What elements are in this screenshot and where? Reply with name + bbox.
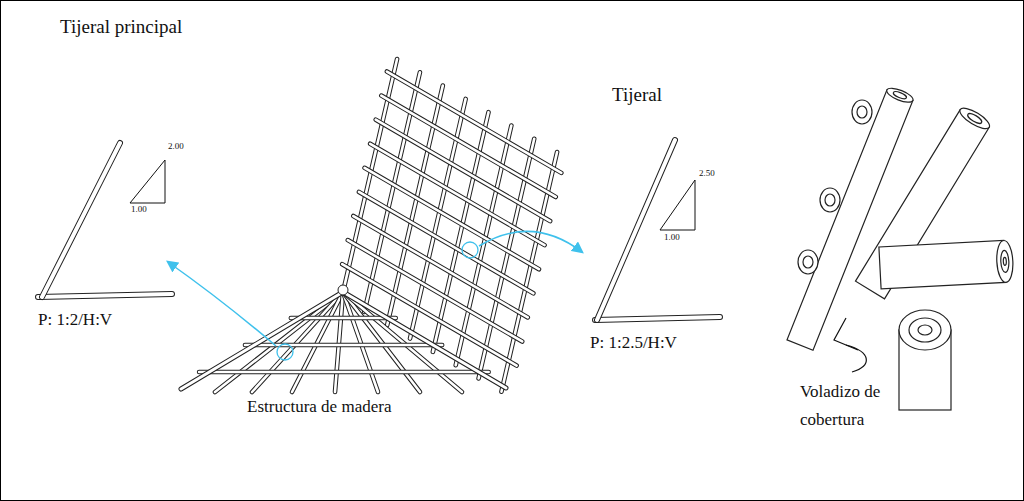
dimension: 2.00	[168, 141, 184, 151]
slope-label: P: 1:2.5/H:V	[590, 333, 677, 353]
callout-arrows	[168, 231, 582, 346]
rod-fill	[38, 294, 172, 297]
truss-title: Tijeral principal	[60, 16, 182, 38]
rod-fill	[199, 371, 489, 374]
rod-outline	[348, 240, 522, 341]
roof-structure	[181, 59, 561, 392]
rod-fill	[215, 292, 343, 392]
rod-outline	[181, 292, 343, 389]
rod-outline	[343, 292, 506, 388]
rod-outline	[343, 292, 462, 392]
rod-fill	[181, 292, 343, 389]
dimension: 2.50	[699, 168, 715, 178]
rod-fill	[353, 216, 527, 317]
slope-label: P: 1:2/H:V	[38, 310, 112, 330]
rod-outline	[215, 292, 343, 392]
rod-outline	[252, 292, 343, 392]
rod-fill	[370, 144, 544, 245]
part-label: Voladizo de cobertura	[800, 378, 896, 434]
rod-outline	[353, 216, 527, 317]
rod-outline	[381, 96, 555, 197]
rod-outline	[501, 152, 557, 392]
truss-rods	[38, 140, 720, 320]
rod-fill	[387, 72, 561, 173]
rod-fill	[343, 292, 420, 392]
apex-joint	[338, 285, 348, 295]
truss-title: Tijeral	[612, 84, 662, 106]
rod-outline	[38, 294, 172, 297]
rod-fill	[376, 120, 550, 221]
rod-fill	[381, 96, 555, 197]
rod-outline	[387, 72, 561, 173]
rod-fill	[291, 317, 396, 320]
rod-outline	[479, 139, 535, 379]
rod-fill	[359, 192, 533, 293]
rod-fill	[365, 168, 539, 269]
rod-outline	[335, 292, 343, 392]
rod-fill	[42, 143, 120, 297]
dimension: 1.00	[131, 204, 147, 214]
slope-triangles	[130, 160, 695, 230]
rod-fill	[252, 292, 343, 392]
rod-outline	[595, 317, 720, 320]
rod-outline	[370, 144, 544, 245]
rod-fill	[343, 292, 506, 388]
leader-line	[834, 318, 866, 372]
rod-fill	[595, 317, 720, 320]
rod-outline	[199, 370, 489, 375]
rod-fill	[501, 152, 557, 392]
rod-outline	[365, 168, 539, 269]
detail-circles	[277, 242, 478, 360]
rod-fill	[348, 240, 522, 341]
dimension: 1.00	[664, 232, 680, 242]
log-joint	[787, 85, 1014, 410]
figure-caption: Estructura de madera	[247, 397, 391, 417]
rod-outline	[343, 292, 420, 392]
rod-outline	[359, 192, 533, 293]
rod-fill	[479, 139, 535, 379]
rod-fill	[343, 292, 462, 392]
rod-outline	[42, 143, 120, 297]
rod-outline	[376, 120, 550, 221]
rod-fill	[335, 292, 343, 392]
